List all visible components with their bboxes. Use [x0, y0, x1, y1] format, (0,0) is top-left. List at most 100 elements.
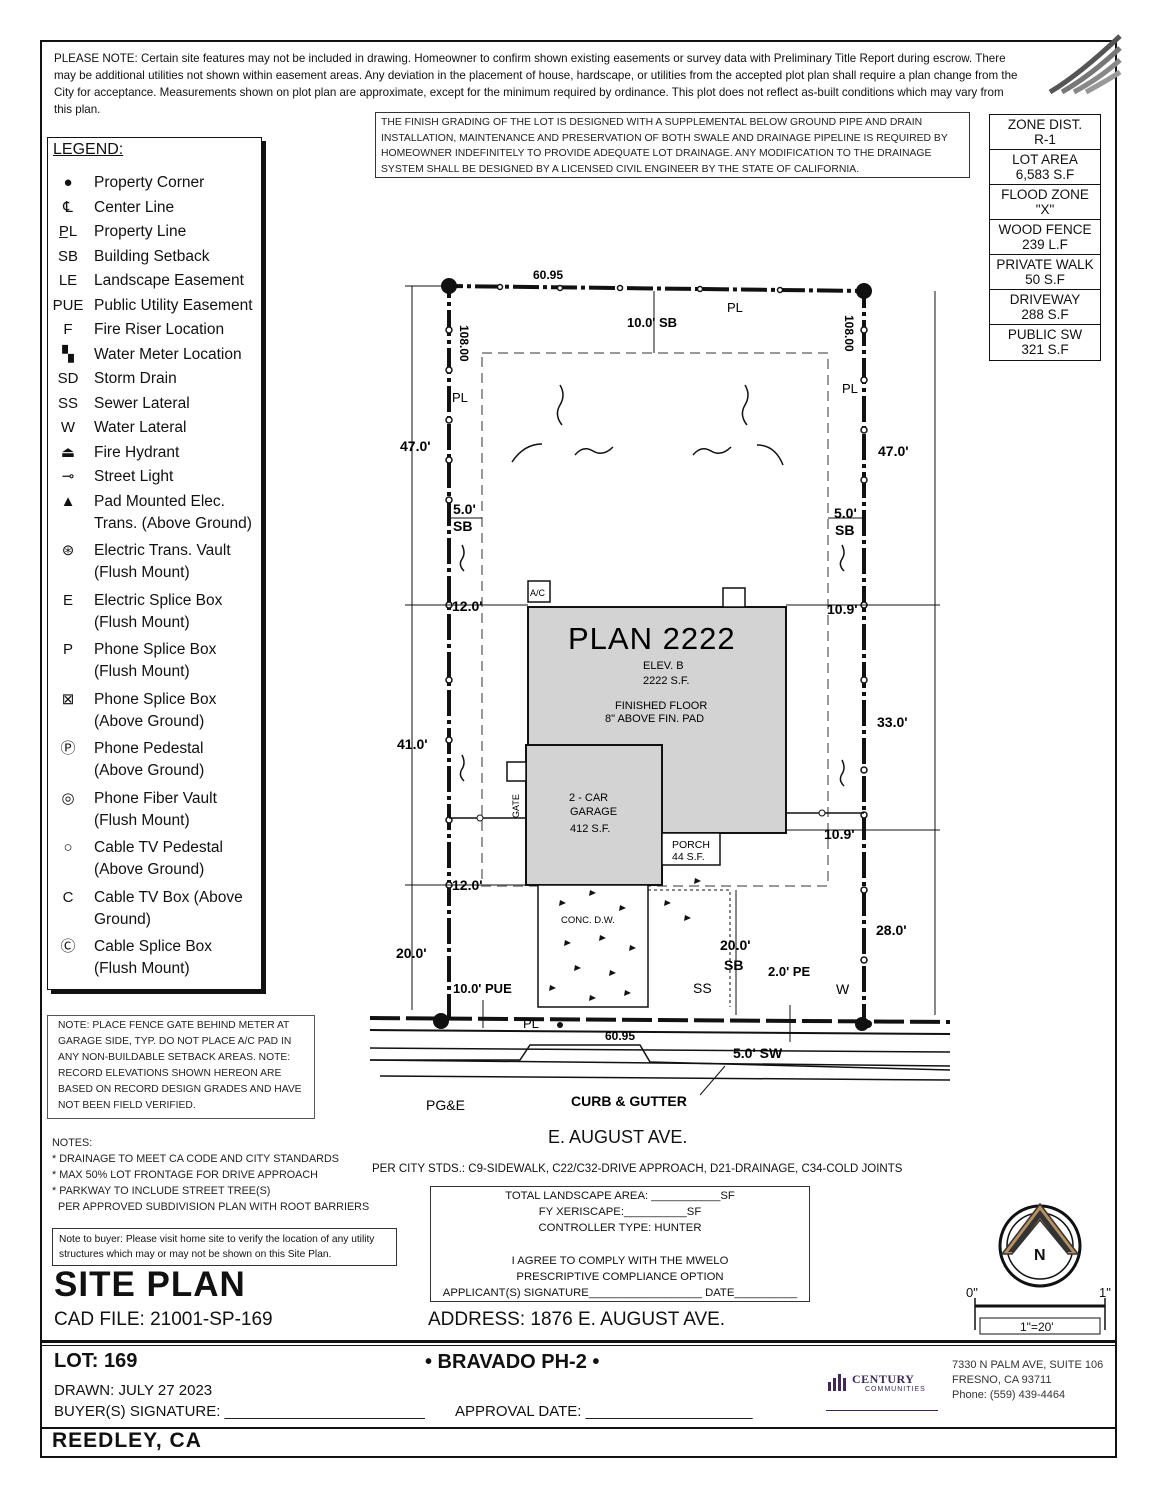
office-line-2: FRESNO, CA 93711	[952, 1374, 1052, 1386]
legend-label-2: (Above Ground)	[94, 861, 205, 878]
note-2: * MAX 50% LOT FRONTAGE FOR DRIVE APPROAC…	[52, 1169, 318, 1181]
drawn-date: DRAWN: JULY 27 2023	[54, 1382, 213, 1399]
legend-label: Public Utility Easement	[94, 296, 253, 314]
legend-label: Center Line	[94, 198, 175, 216]
sewer-label: SS	[693, 980, 712, 996]
controller-type: CONTROLLER TYPE: HUNTER	[538, 1222, 702, 1235]
street-name: E. AUGUST AVE.	[548, 1127, 688, 1147]
legend-label: Phone Splice Box	[94, 690, 217, 708]
lot-number: LOT: 169	[54, 1350, 138, 1372]
sheet-border	[40, 40, 1117, 1458]
legend-title: LEGEND:	[53, 141, 124, 158]
zone-row-label: PUBLIC SW	[1007, 327, 1083, 342]
legend-symbol-icon: ○	[63, 839, 73, 856]
dim-bottom-frontage: 60.95	[605, 1029, 635, 1043]
dim-right-depth: 108.00	[842, 315, 856, 352]
legend-symbol-icon: SS	[57, 394, 78, 412]
legend-symbol-icon: ℄	[63, 198, 73, 216]
legend-symbol-icon: F	[63, 321, 73, 338]
building-setback-line	[481, 352, 829, 887]
dim-left-depth: 108.00	[457, 325, 471, 362]
gate-label: GATE	[511, 794, 521, 818]
city-standards: PER CITY STDS.: C9-SIDEWALK, C22/C32-DRI…	[372, 1163, 903, 1175]
legend-symbol-icon: C	[62, 888, 74, 906]
zone-row: FLOOD ZONE"X"	[990, 185, 1100, 220]
porch-label: PORCH	[672, 839, 710, 851]
zone-row-label: PRIVATE WALK	[996, 257, 1094, 272]
zone-row-value: 50 S.F	[1025, 272, 1065, 287]
side-setback-left: 5.0'	[453, 501, 476, 517]
note-4: PER APPROVED SUBDIVISION PLAN WITH ROOT …	[58, 1201, 370, 1213]
scale-ratio: 1"=20'	[1020, 1320, 1054, 1334]
front-setback: 20.0'	[720, 937, 751, 953]
side-setback-right: 5.0'	[834, 505, 857, 521]
legend-symbol-icon: ⊛	[61, 542, 75, 559]
garage-footprint	[525, 744, 663, 886]
pue-label: 10.0' PUE	[453, 981, 512, 996]
legend-label-2: (Flush Mount)	[94, 960, 190, 977]
legend-label: Cable Splice Box	[94, 938, 213, 955]
company-logo-sub: COMMUNITIES	[865, 1386, 926, 1393]
legend-label-2: (Flush Mount)	[94, 613, 190, 631]
zone-row-value: 239 L.F	[1022, 237, 1068, 252]
dim-left-47: 47.0'	[400, 438, 431, 454]
legend-label-2: (Flush Mount)	[94, 663, 190, 680]
finished-floor-height: 8" ABOVE FIN. PAD	[605, 713, 704, 725]
legend-symbol-icon: LE	[58, 272, 78, 289]
scale-bar	[974, 1298, 1106, 1335]
garage-label-2: GARAGE	[570, 806, 617, 818]
porch	[661, 832, 721, 866]
legend-label-2: Ground)	[94, 910, 151, 928]
note-3: * PARKWAY TO INCLUDE STREET TREE(S)	[52, 1185, 271, 1197]
legend-label: Landscape Easement	[94, 272, 244, 289]
legend-label: Cable TV Pedestal	[94, 839, 223, 856]
logo-rule	[826, 1410, 938, 1411]
zone-row-value: "X"	[1035, 202, 1055, 217]
pl-label: PL	[727, 300, 743, 315]
porch-area: 44 S.F.	[672, 851, 705, 863]
approval-date: APPROVAL DATE: ____________________	[455, 1403, 753, 1420]
legend-label: Water Meter Location	[94, 345, 242, 363]
legend-label: Electric Splice Box	[94, 591, 223, 609]
century-logo-icon	[828, 1374, 846, 1391]
title-block-rule-2	[40, 1345, 1117, 1346]
buyer-note: Note to buyer: Please visit home site to…	[52, 1228, 397, 1266]
scale-one: 1"	[1099, 1285, 1111, 1300]
sb-label-left: SB	[453, 518, 472, 534]
legend-symbol-icon: ⊠	[61, 690, 75, 708]
zone-row-label: WOOD FENCE	[998, 222, 1092, 237]
rear-setback-label: 10.0' SB	[627, 315, 677, 330]
disclaimer-note: PLEASE NOTE: Certain site features may n…	[54, 52, 1018, 116]
legend-label-2: (Above Ground)	[94, 762, 205, 779]
garage-label-1: 2 - CAR	[569, 792, 608, 804]
house-plan-name: PLAN 2222	[568, 621, 736, 656]
landscape-box: TOTAL LANDSCAPE AREA: ___________SF FY X…	[430, 1186, 810, 1302]
buyer-signature: BUYER(S) SIGNATURE: ____________________…	[54, 1403, 425, 1420]
sb-label-right: SB	[835, 522, 854, 538]
legend-label-2: (Flush Mount)	[94, 811, 190, 829]
address: ADDRESS: 1876 E. AUGUST AVE.	[428, 1309, 726, 1330]
elevation-label: ELEV. B	[643, 660, 684, 672]
dim-top-frontage: 60.95	[533, 268, 563, 282]
pl-label-front: PL	[523, 1016, 539, 1031]
legend-symbol-icon: ⊸	[61, 468, 75, 485]
legend-label: Fire Hydrant	[94, 443, 180, 461]
legend-symbol-icon: W	[60, 419, 76, 436]
mwelo-option: PRESCRIPTIVE COMPLIANCE OPTION	[516, 1270, 724, 1283]
drainage-note: THE FINISH GRADING OF THE LOT IS DESIGNE…	[375, 112, 970, 178]
office-line-1: 7330 N PALM AVE, SUITE 106	[952, 1359, 1104, 1371]
legend-symbol-icon: E	[62, 591, 73, 609]
xeriscape: FY XERISCAPE:__________SF	[538, 1206, 702, 1219]
chimney	[722, 587, 746, 608]
property-corner-icon	[433, 1013, 449, 1029]
north-label: N	[1034, 1247, 1046, 1264]
notes-block: NOTES: * DRAINAGE TO MEET CA CODE AND CI…	[52, 1135, 369, 1215]
legend-symbol-icon: P	[62, 641, 73, 658]
